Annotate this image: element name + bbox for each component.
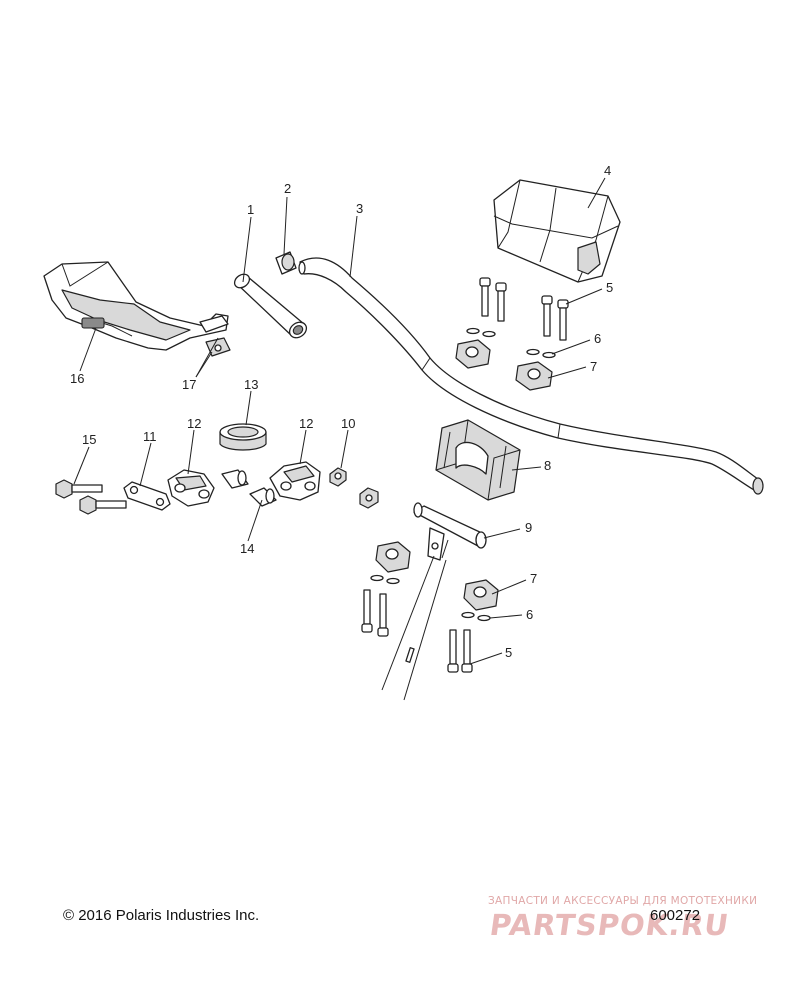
mount-plate: [123, 481, 171, 511]
end-cap: [275, 251, 297, 275]
grip: [233, 273, 308, 339]
lower-washers: [370, 574, 491, 622]
riser-block: [435, 419, 521, 501]
lower-clamp-right: [463, 579, 499, 611]
callout-4: 4: [604, 163, 611, 178]
upper-bolts-front: [541, 295, 569, 341]
callout-8: 8: [544, 458, 551, 473]
steering-post: [381, 502, 487, 701]
callout-3: 3: [356, 201, 363, 216]
bushing-upper: [221, 469, 249, 489]
callout-7-upper: 7: [590, 359, 597, 374]
callout-9: 9: [525, 520, 532, 535]
hand-guard: [43, 261, 229, 351]
nut-lower: [359, 487, 379, 509]
bushing-lower: [249, 487, 277, 507]
callout-12-left: 12: [187, 416, 201, 431]
lower-bolts-left: [361, 589, 389, 637]
callout-11: 11: [143, 429, 157, 444]
callout-5-upper: 5: [606, 280, 613, 295]
lower-bolts-right: [447, 629, 473, 673]
upper-clamp-right: [515, 361, 553, 391]
handlebar-pad: [493, 179, 621, 283]
callout-13: 13: [244, 377, 258, 392]
bar-clamp-right: [269, 461, 321, 501]
mount-bolts: [55, 479, 127, 515]
callout-1: 1: [247, 202, 254, 217]
copyright-notice: © 2016 Polaris Industries Inc.: [63, 907, 260, 924]
leader-lines: [73, 177, 606, 665]
bar-clamp-left: [167, 469, 215, 507]
callout-5-lower: 5: [505, 645, 512, 660]
callout-labels: 1 2 3 4 5 6 7 8 9 7 6 5 10 11 12 12 13 1…: [70, 163, 613, 660]
callout-2: 2: [284, 181, 291, 196]
callout-14: 14: [240, 541, 254, 556]
callout-7-lower: 7: [530, 571, 537, 586]
callout-12-right: 12: [299, 416, 313, 431]
callout-16: 16: [70, 371, 84, 386]
handlebar: [298, 257, 764, 495]
upper-clamp-left: [455, 339, 491, 369]
upper-bolts-rear: [479, 277, 507, 322]
upper-washers: [466, 327, 556, 359]
watermark-tagline: ЗАПЧАСТИ И АКСЕССУАРЫ ДЛЯ МОТОТЕХНИКИ: [488, 895, 758, 907]
callout-15: 15: [82, 432, 96, 447]
callout-6-lower: 6: [526, 607, 533, 622]
callout-6-upper: 6: [594, 331, 601, 346]
nut-upper: [329, 467, 347, 487]
lower-clamp-left: [375, 541, 411, 573]
spacer-ring: [219, 423, 267, 451]
figure-number: 600272: [650, 907, 701, 924]
callout-10: 10: [341, 416, 355, 431]
callout-17: 17: [182, 377, 196, 392]
